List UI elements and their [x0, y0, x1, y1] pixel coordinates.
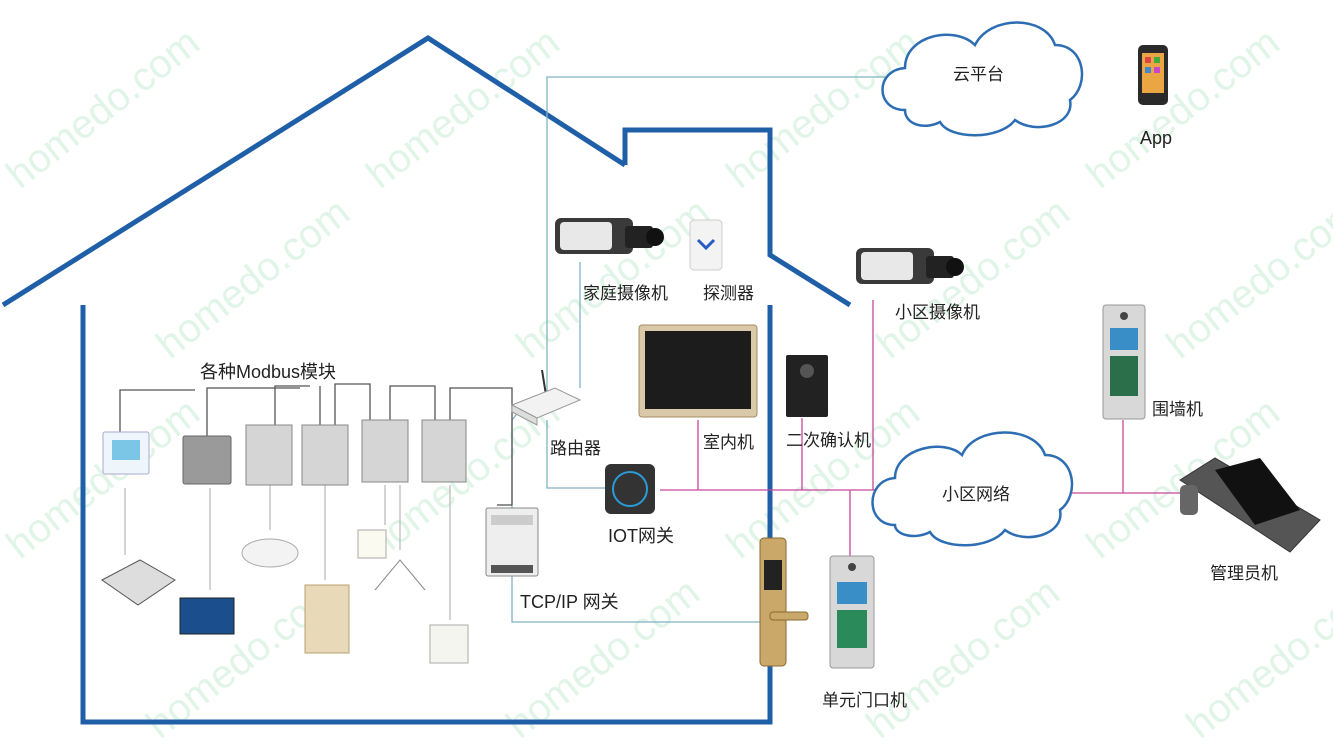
watermark: homedo.com	[1158, 190, 1333, 367]
cloud-to-router-line	[546, 76, 890, 400]
curtain-icon	[304, 584, 350, 654]
wall-unit-label: 围墙机	[1152, 400, 1203, 420]
community-network-label: 小区网络	[942, 485, 1010, 505]
tcpip-gateway: TCP/IP 网关	[485, 507, 619, 612]
switch-icon	[429, 624, 469, 664]
smart-lock	[759, 537, 809, 667]
secondary-confirm-unit: 二次确认机	[786, 355, 871, 451]
indoor-unit: 室内机	[638, 324, 758, 453]
appliances	[101, 529, 469, 664]
community-camera: 小区摄像机	[856, 248, 980, 323]
socket-icon	[357, 529, 387, 559]
watermark: homedo.com	[148, 190, 357, 367]
app-phone: App	[1138, 45, 1172, 148]
watermark: homedo.com	[1178, 570, 1333, 747]
community-camera-label: 小区摄像机	[895, 303, 980, 323]
chandelier-icon	[374, 559, 426, 591]
wall-unit: 围墙机	[1102, 304, 1203, 420]
detector: 探测器	[689, 219, 754, 304]
cloud-platform: 云平台	[881, 21, 1084, 137]
house-outline	[1, 35, 852, 725]
unit-door-station: 单元门口机	[822, 555, 907, 711]
secondary-confirm-label: 二次确认机	[786, 431, 871, 451]
ceiling-light-icon	[241, 538, 299, 568]
indoor-unit-label: 室内机	[703, 433, 754, 453]
home-camera-label: 家庭摄像机	[583, 284, 668, 304]
modbus-modules-label: 各种Modbus模块	[200, 362, 336, 382]
tv-icon	[179, 597, 235, 635]
modbus-modules: 各种Modbus模块	[102, 362, 467, 486]
home-camera: 家庭摄像机	[555, 218, 668, 304]
iot-gateway-label: IOT网关	[608, 526, 674, 546]
appliance-drops	[124, 485, 451, 620]
router-to-iot-line	[546, 420, 612, 489]
connection-lines	[119, 76, 1180, 623]
router: 路由器	[510, 369, 601, 459]
unit-door-station-label: 单元门口机	[822, 691, 907, 711]
watermark: homedo.com	[0, 390, 208, 567]
manager-unit: 管理员机	[1179, 457, 1321, 584]
watermark: homedo.com	[1078, 20, 1287, 197]
community-network-cloud: 小区网络	[871, 431, 1074, 547]
community-network-lines	[660, 300, 1180, 556]
watermark: homedo.com	[858, 570, 1067, 747]
router-label: 路由器	[550, 439, 601, 459]
iot-gateway: IOT网关	[605, 464, 674, 546]
cloud-platform-label: 云平台	[953, 65, 1004, 85]
tcpip-gateway-label: TCP/IP 网关	[520, 592, 619, 612]
manager-unit-label: 管理员机	[1210, 564, 1278, 584]
modbus-bus	[119, 383, 513, 506]
detector-label: 探测器	[703, 284, 754, 304]
app-label: App	[1140, 128, 1172, 148]
watermark: homedo.com	[0, 20, 208, 197]
ac-unit-icon	[101, 559, 176, 606]
